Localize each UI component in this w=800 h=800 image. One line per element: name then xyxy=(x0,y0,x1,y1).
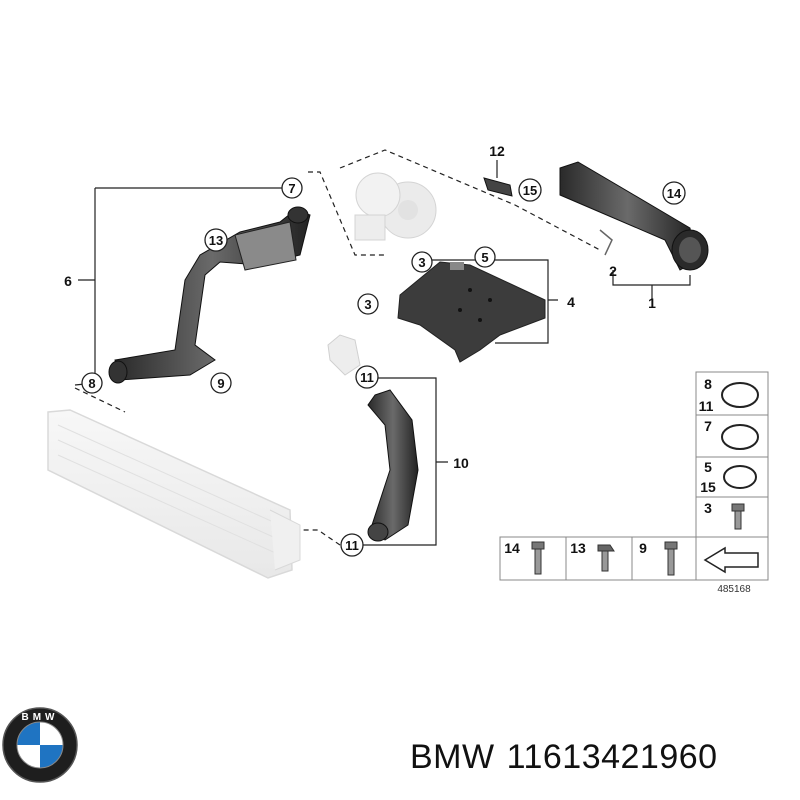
o-ring-icon xyxy=(723,465,757,489)
callout-11-lower: 11 xyxy=(340,533,364,557)
flange-bolt-icon xyxy=(597,544,615,572)
legend-row1-a: 8 xyxy=(704,376,712,392)
direction-arrow-icon xyxy=(703,546,759,574)
brand-name: BMW xyxy=(410,738,495,776)
label-10: 10 xyxy=(453,455,469,471)
legend-row4-a: 3 xyxy=(704,500,712,516)
svg-text:8: 8 xyxy=(88,376,95,391)
callout-9: 9 xyxy=(210,372,232,394)
connector-graphic xyxy=(327,334,361,376)
svg-text:14: 14 xyxy=(667,186,682,201)
callout-11-upper: 11 xyxy=(355,365,379,389)
label-12: 12 xyxy=(489,143,505,159)
svg-text:11: 11 xyxy=(345,538,359,553)
bolt-icon xyxy=(731,503,745,530)
legend-row1-b: 11 xyxy=(699,398,714,414)
o-ring-icon xyxy=(721,424,759,450)
bolt-icon xyxy=(531,541,545,575)
part-number: 11613421960 xyxy=(506,738,718,776)
legend-row3-a: 5 xyxy=(704,459,712,475)
label-4: 4 xyxy=(567,294,575,310)
svg-text:15: 15 xyxy=(523,183,537,198)
charge-air-pipe-graphic xyxy=(559,161,709,271)
callout-7: 7 xyxy=(281,177,303,199)
intercooler-graphic xyxy=(47,409,301,579)
heat-shield-graphic xyxy=(397,261,546,363)
turbocharger-graphic xyxy=(354,172,437,241)
label-6: 6 xyxy=(64,273,72,289)
legend-bottom-9: 9 xyxy=(639,540,647,556)
leader-lines xyxy=(74,149,691,546)
drawing-number: 485168 xyxy=(717,584,751,595)
legend-bottom-panel: 14 13 9 xyxy=(499,536,769,581)
callout-15: 15 xyxy=(518,178,542,202)
svg-text:13: 13 xyxy=(209,233,223,248)
callout-5: 5 xyxy=(474,246,496,268)
brand-part-line: BMW 11613421960 xyxy=(410,738,730,777)
svg-text:9: 9 xyxy=(217,376,224,391)
logo-lettering: BMW xyxy=(22,712,59,723)
svg-text:11: 11 xyxy=(360,370,374,385)
svg-text:5: 5 xyxy=(481,250,488,265)
callout-8: 8 xyxy=(81,372,103,394)
legend-row2-a: 7 xyxy=(704,418,712,434)
label-2: 2 xyxy=(609,263,617,279)
svg-text:3: 3 xyxy=(418,255,425,270)
callout-13: 13 xyxy=(204,228,228,252)
svg-text:3: 3 xyxy=(364,297,371,312)
legend-bottom-14: 14 xyxy=(504,540,520,556)
legend-row3-b: 15 xyxy=(700,479,716,495)
svg-text:7: 7 xyxy=(288,181,295,196)
o-ring-icon xyxy=(721,382,759,408)
bolt-icon xyxy=(664,541,678,576)
sensor-graphic xyxy=(483,177,513,197)
callout-14: 14 xyxy=(662,181,686,205)
callout-3-lower: 3 xyxy=(357,293,379,315)
label-1: 1 xyxy=(648,295,656,311)
legend-bottom-13: 13 xyxy=(570,540,586,556)
callout-3-upper: 3 xyxy=(411,251,433,273)
lower-hose-graphic xyxy=(367,389,419,542)
upper-hose-graphic xyxy=(108,206,311,384)
bmw-logo: BMW xyxy=(2,707,78,783)
